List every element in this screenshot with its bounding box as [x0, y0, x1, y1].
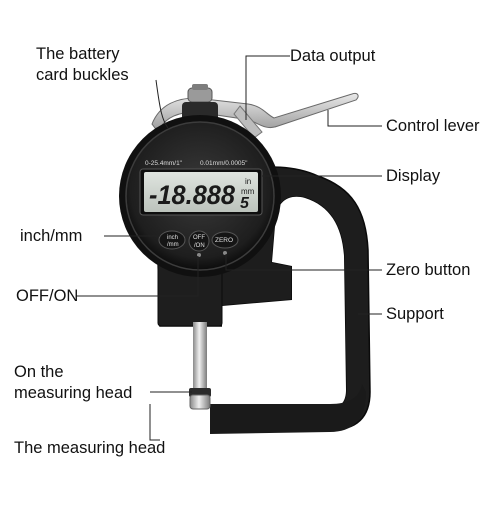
leader-battery [155, 79, 169, 129]
lcd-digit-5: 5 [240, 195, 250, 212]
label-measuring-head: The measuring head [14, 439, 166, 457]
off-on-button[interactable] [188, 230, 210, 252]
leader-zero-button [225, 254, 382, 271]
lcd-screen [144, 172, 258, 212]
leader-lines [76, 55, 382, 441]
measuring-head-tip [189, 394, 211, 410]
inch-mm-button[interactable] [158, 230, 186, 250]
label-control-lever: Control lever [386, 117, 480, 135]
inch-mm-button-label-2: /mm [167, 242, 179, 248]
label-inch-mm: inch/mm [20, 227, 83, 245]
lcd-unit-mm: mm [241, 187, 255, 196]
lower-jaw [210, 384, 366, 434]
zero-button[interactable] [211, 231, 239, 249]
leader-data-output [245, 55, 290, 120]
leader-off-on [76, 256, 199, 297]
range-left-text: 0-25.4mm/1" [145, 160, 183, 167]
label-display: Display [386, 167, 441, 185]
inch-mm-button-label-1: inch [167, 235, 178, 241]
off-on-button-label-2: /ON [194, 243, 205, 249]
measuring-rod [193, 322, 207, 392]
label-off-on: OFF/ON [16, 287, 79, 305]
leader-measuring-head [149, 404, 160, 441]
label-zero-button: Zero button [386, 261, 471, 279]
label-support: Support [386, 305, 444, 323]
support-opening [222, 196, 346, 410]
lcd-unit-in: in [245, 177, 251, 186]
leader-control-lever [327, 110, 382, 127]
range-right-text: 0.01mm/0.0005" [200, 160, 248, 167]
zero-button-label: ZERO [215, 237, 233, 244]
battery-knob-top [192, 84, 208, 90]
label-battery-card-buckles: The battery card buckles [36, 45, 129, 84]
lcd-reading: -18.888 [149, 180, 235, 210]
label-data-output: Data output [290, 47, 376, 65]
battery-knob [187, 87, 213, 103]
label-on-measuring-head: On the measuring head [14, 363, 133, 402]
off-on-button-label-1: OFF [193, 235, 205, 241]
